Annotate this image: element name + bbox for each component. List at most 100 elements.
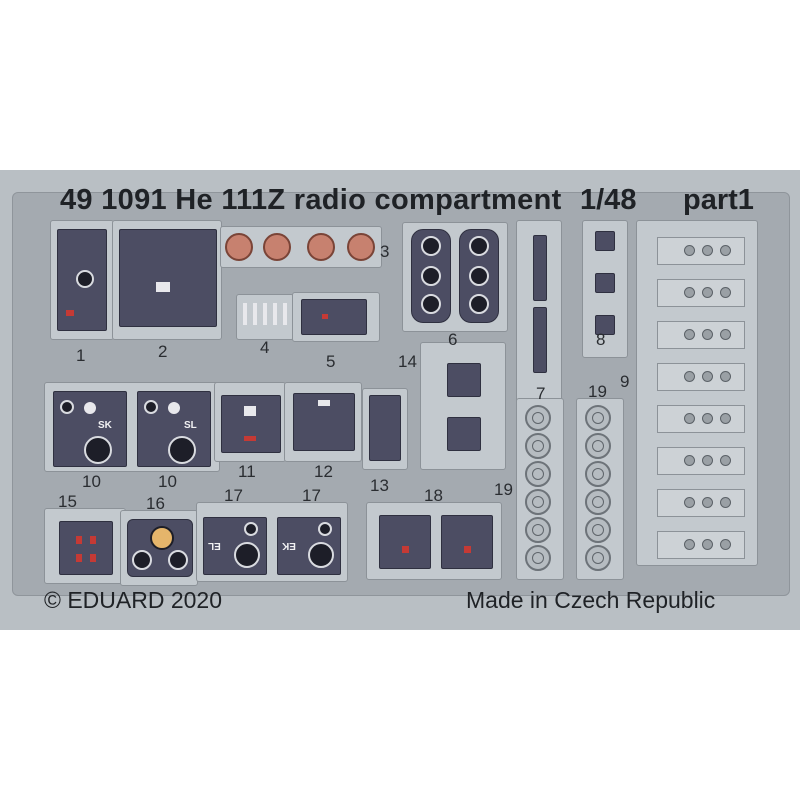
gauge-icon — [308, 542, 334, 568]
hole-icon — [720, 245, 731, 256]
gauge-icon — [234, 542, 260, 568]
pin-icon — [243, 303, 247, 325]
red-switch-icon — [76, 536, 82, 544]
ring-icon — [525, 545, 551, 571]
part-10-panel-sl: SL — [137, 391, 211, 467]
hole-icon — [702, 245, 713, 256]
part-5-panel — [301, 299, 367, 335]
button-cluster-icon — [84, 402, 96, 414]
photo-etch-fret: 49 1091 He 111Z radio compartment 1/48 p… — [0, 170, 800, 630]
copyright: © EDUARD 2020 — [44, 587, 223, 613]
gauge-icon — [421, 266, 441, 286]
red-switch-icon — [464, 546, 471, 553]
hole-icon — [720, 413, 731, 424]
part-18-panel-right — [441, 515, 493, 569]
ring-icon — [585, 545, 611, 571]
part-number: 1 — [76, 346, 86, 365]
hole-icon — [702, 371, 713, 382]
part-number: 12 — [314, 462, 333, 481]
pin-icon — [253, 303, 257, 325]
ring-icon — [525, 405, 551, 431]
button-cluster-icon — [168, 402, 180, 414]
box-lower — [447, 417, 481, 451]
ring-icon — [525, 489, 551, 515]
part-16-frame — [120, 510, 198, 586]
part-18-panel-left — [379, 515, 431, 569]
part-number: 2 — [158, 342, 168, 361]
label-plate-icon — [244, 406, 256, 416]
compass-icon — [150, 526, 174, 550]
part-number: 11 — [238, 462, 256, 481]
part-5-frame — [292, 292, 380, 342]
bracket-row — [657, 237, 745, 265]
part-9-frame — [636, 220, 758, 566]
panel-label-ek: EK — [282, 540, 296, 551]
red-switch-icon — [322, 314, 328, 319]
hole-icon — [720, 287, 731, 298]
part-2-panel — [119, 229, 217, 327]
gauge-strip-right — [459, 229, 499, 323]
hole-icon — [720, 329, 731, 340]
hole-icon — [702, 287, 713, 298]
part-number: 14 — [398, 352, 417, 371]
switch-icon — [595, 315, 615, 335]
bracket-row — [657, 489, 745, 517]
part-1-frame — [50, 220, 114, 340]
panel-label-sk: SK — [98, 420, 112, 431]
sheet-title: 49 1091 He 111Z radio compartment — [60, 184, 562, 217]
red-switch-icon — [90, 536, 96, 544]
gauge-icon — [469, 294, 489, 314]
part-6-frame — [402, 222, 508, 332]
hole-icon — [702, 497, 713, 508]
knob-icon — [60, 400, 74, 414]
red-switch-icon — [76, 554, 82, 562]
hole-icon — [684, 455, 695, 466]
part-number: 9 — [620, 372, 630, 391]
part-11-frame — [214, 382, 286, 462]
ring-icon — [585, 433, 611, 459]
part-number: 18 — [424, 486, 443, 505]
part-4-frame — [236, 294, 294, 340]
hole-icon — [684, 413, 695, 424]
part-number: 4 — [260, 338, 270, 357]
part-13-frame — [362, 388, 408, 470]
part-11-panel — [221, 395, 281, 453]
switch-icon — [595, 231, 615, 251]
gauge-icon — [421, 236, 441, 256]
ring-icon — [525, 461, 551, 487]
panel-label-el: EL — [208, 540, 221, 551]
ring-icon — [585, 405, 611, 431]
hole-icon — [702, 413, 713, 424]
part-number: 16 — [146, 494, 165, 513]
ring-icon — [585, 461, 611, 487]
red-switch-icon — [402, 546, 409, 553]
gauge-icon — [469, 236, 489, 256]
knob-icon — [76, 270, 94, 288]
knob-icon — [225, 233, 253, 261]
part-17-panel-ek: EK — [277, 517, 341, 575]
red-switch-icon — [66, 310, 74, 316]
panel-label-sl: SL — [184, 420, 197, 431]
part-19-frame-right — [576, 398, 624, 580]
ring-icon — [525, 433, 551, 459]
box-upper — [447, 363, 481, 397]
hole-icon — [684, 497, 695, 508]
hole-icon — [702, 455, 713, 466]
part-1-panel — [57, 229, 107, 331]
hole-icon — [702, 329, 713, 340]
part-10-panel-sk: SK — [53, 391, 127, 467]
hole-icon — [720, 539, 731, 550]
part-13-panel — [369, 395, 401, 461]
part-7-frame — [516, 220, 562, 428]
switch-icon — [595, 273, 615, 293]
bracket-row — [657, 531, 745, 559]
part-17-panel-el: EL — [203, 517, 267, 575]
pin-icon — [263, 303, 267, 325]
gauge-icon — [469, 266, 489, 286]
sheet-name: He 111Z radio compartment — [175, 184, 562, 216]
knob-icon — [307, 233, 335, 261]
pin-icon — [273, 303, 277, 325]
part-2-frame — [112, 220, 222, 340]
part-number: 17 — [224, 486, 243, 505]
bracket-row — [657, 279, 745, 307]
